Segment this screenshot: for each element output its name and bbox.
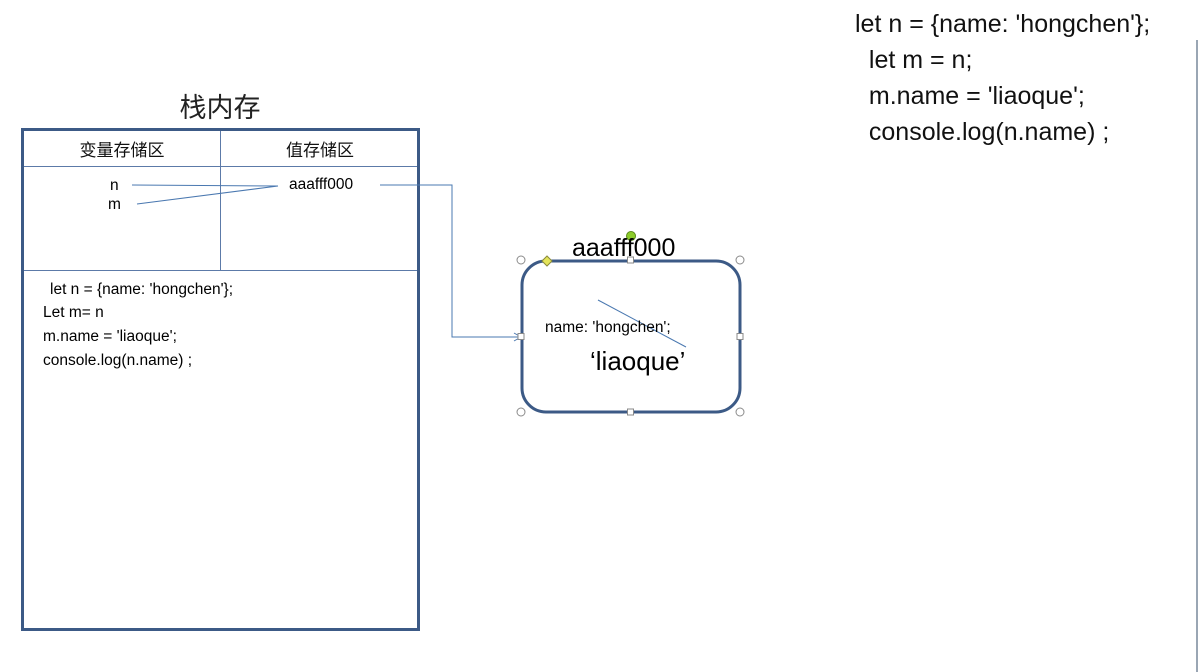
reference-connector bbox=[380, 184, 521, 338]
heap-new-value: ‘liaoque’ bbox=[590, 346, 686, 376]
code-listing-line-1: let n = {name: 'hongchen'}; bbox=[855, 10, 1151, 38]
pointer-n-line bbox=[131, 184, 279, 187]
variable-m: m bbox=[108, 196, 121, 213]
variable-n: n bbox=[110, 177, 119, 194]
handle-bottom-left[interactable] bbox=[516, 407, 526, 417]
rotate-handle[interactable] bbox=[626, 231, 636, 241]
stack-memory-title: 栈内存 bbox=[179, 93, 261, 124]
variable-storage-header: 变量存储区 bbox=[79, 141, 165, 161]
handle-top-middle[interactable] bbox=[627, 256, 634, 264]
strikethrough-line bbox=[597, 299, 687, 348]
code-listing-line-2: let m = n; bbox=[855, 46, 973, 74]
stack-table-border bbox=[21, 128, 420, 631]
heap-old-property: name: 'hongchen'; bbox=[545, 319, 671, 336]
handle-left-middle[interactable] bbox=[517, 333, 525, 340]
handle-bottom-middle[interactable] bbox=[627, 408, 634, 416]
code-listing-line-4: console.log(n.name) ; bbox=[855, 118, 1110, 146]
stack-code-line-1: let n = {name: 'hongchen'}; bbox=[50, 281, 234, 298]
handle-right-middle[interactable] bbox=[736, 333, 744, 340]
heap-address-label: aaafff000 bbox=[572, 234, 676, 262]
code-listing-line-3: m.name = 'liaoque'; bbox=[855, 82, 1085, 110]
stack-code-line-4: console.log(n.name) ; bbox=[43, 352, 193, 369]
stack-value-address: aaafff000 bbox=[289, 176, 354, 193]
stack-code-line-2: Let m= n bbox=[43, 304, 104, 321]
handle-top-left[interactable] bbox=[516, 255, 526, 265]
window-edge bbox=[1196, 40, 1198, 672]
selection-handles[interactable] bbox=[516, 231, 745, 417]
stack-code-line-3: m.name = 'liaoque'; bbox=[43, 328, 177, 345]
pointer-m-line bbox=[136, 185, 279, 205]
adjust-handle[interactable] bbox=[541, 255, 553, 267]
value-storage-header: 值存储区 bbox=[286, 141, 354, 161]
handle-top-right[interactable] bbox=[735, 255, 745, 265]
handle-bottom-right[interactable] bbox=[735, 407, 745, 417]
